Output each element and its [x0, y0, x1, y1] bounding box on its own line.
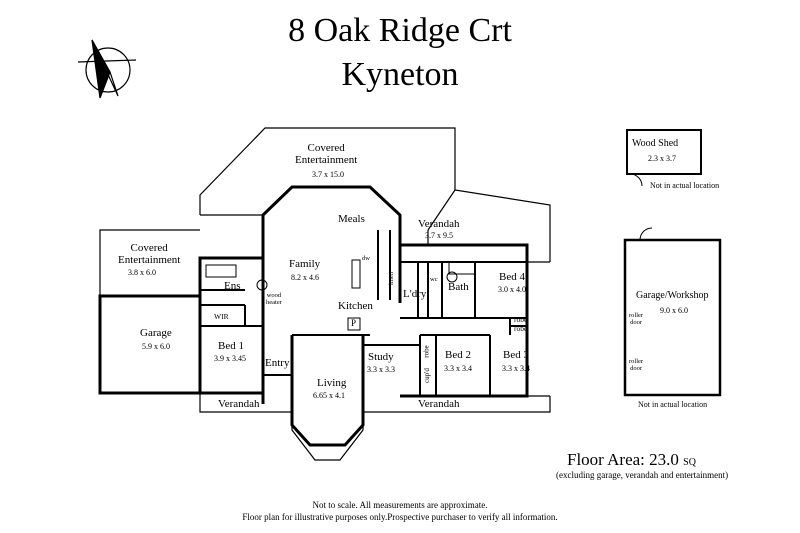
garage-workshop-dims: 9.0 x 6.0: [660, 306, 688, 315]
living-label: Living: [317, 377, 347, 389]
verandah-front-left-label: Verandah: [218, 398, 260, 410]
garage-dims: 5.9 x 6.0: [142, 342, 170, 351]
study-dims: 3.3 x 3.3: [367, 365, 395, 374]
ensuite-label: Ens: [224, 280, 241, 292]
bed4-label: Bed 4: [499, 271, 525, 283]
bed4-robe-a-label: robe: [514, 315, 528, 324]
bed4-dims: 3.0 x 4.0: [498, 285, 526, 294]
verandah-right-label: Verandah: [418, 218, 460, 230]
wood-shed-note: Not in actual location: [650, 181, 720, 190]
garage-workshop-label: Garage/Workshop: [636, 290, 709, 301]
address-title: 8 Oak Ridge Crt: [288, 12, 512, 49]
disclaimer-line2: Floor plan for illustrative purposes onl…: [242, 512, 558, 522]
meals-label: Meals: [338, 213, 365, 225]
study-robe-label: robe: [422, 345, 431, 358]
covered-entertainment-top-dims: 3.7 x 15.0: [312, 170, 344, 179]
cupboard-label: cup'd: [422, 368, 431, 383]
wood-heater-label: wood heater: [266, 292, 282, 306]
garage-workshop-note: Not in actual location: [638, 400, 708, 409]
bed2-dims: 3.3 x 3.4: [444, 364, 472, 373]
north-arrow-icon: [77, 39, 137, 99]
family-dims: 8.2 x 4.6: [291, 273, 319, 282]
dishwasher-label: dw: [362, 255, 370, 262]
roller-door-1-label: roller door: [629, 312, 644, 326]
suburb-title: Kyneton: [341, 56, 459, 93]
floor-area-value: Floor Area: 23.0: [567, 450, 679, 469]
laundry-label: L'dry: [403, 288, 427, 300]
floor-area-unit: SQ: [683, 457, 696, 468]
covered-entertainment-left-dims: 3.8 x 6.0: [128, 268, 156, 277]
entry-label: Entry: [265, 357, 290, 369]
bath-label: Bath: [448, 281, 469, 293]
disclaimer-line1: Not to scale. All measurements are appro…: [312, 500, 488, 510]
wc-label: wc: [430, 276, 438, 283]
floor-area-heading: Floor Area: 23.0 SQ: [567, 450, 696, 470]
study-label: Study: [368, 351, 394, 363]
bed4-robe-b-label: robe: [514, 324, 528, 333]
bed1-label: Bed 1: [218, 340, 244, 352]
bed1-dims: 3.9 x 3.45: [214, 354, 246, 363]
living-dims: 6.65 x 4.1: [313, 391, 345, 400]
bed3-label: Bed 3: [503, 349, 529, 361]
linen-label: linen: [388, 272, 395, 285]
covered-entertainment-top-label: Covered Entertainment: [295, 142, 358, 166]
floor-area-note: (excluding garage, verandah and entertai…: [556, 470, 729, 480]
kitchen-label: Kitchen: [338, 300, 373, 312]
covered-entertainment-left-label: Covered Entertainment: [118, 242, 181, 266]
roller-door-2-label: roller door: [629, 358, 644, 372]
verandah-front-right-label: Verandah: [418, 398, 460, 410]
bed3-dims: 3.3 x 3.4: [502, 364, 530, 373]
family-label: Family: [289, 258, 321, 270]
walk-in-robe-label: WIR: [214, 312, 229, 321]
wood-shed-label: Wood Shed: [632, 138, 679, 149]
verandah-right-dims: 3.7 x 9.5: [425, 231, 453, 240]
garage-label: Garage: [140, 327, 172, 339]
bed2-label: Bed 2: [445, 349, 471, 361]
wood-shed-dims: 2.3 x 3.7: [648, 154, 676, 163]
pantry-label: P: [351, 318, 357, 328]
